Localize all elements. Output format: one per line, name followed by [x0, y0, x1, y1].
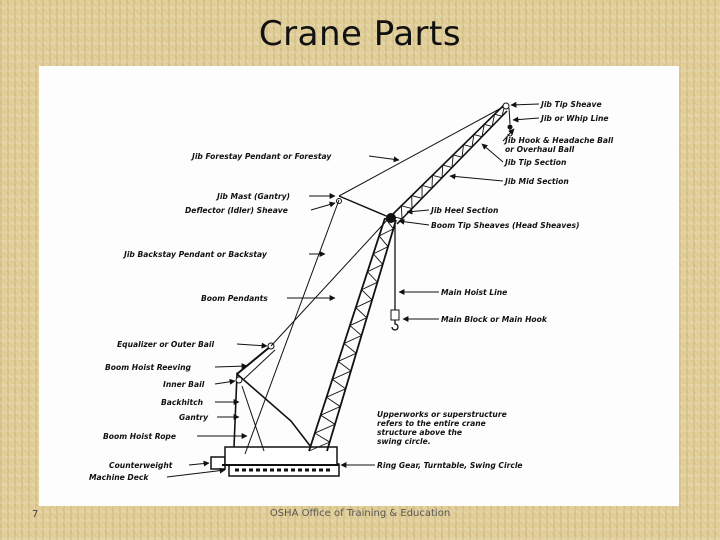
jib-backstay	[244, 199, 340, 455]
label-jib-hook-1: Jib Hook & Headache Ball	[503, 136, 614, 145]
label-upperworks-2: refers to the entire crane	[377, 419, 486, 428]
upperworks-house	[224, 446, 338, 466]
label-jib-mid-section: Jib Mid Section	[503, 177, 569, 186]
slide-footer: OSHA Office of Training & Education	[269, 508, 451, 519]
label-upperworks-3: structure above the	[377, 428, 462, 437]
label-gantry: Gantry	[179, 413, 209, 422]
label-main-block: Main Block or Main Hook	[441, 315, 548, 324]
jib-whip-line	[508, 107, 511, 125]
main-block	[390, 309, 400, 321]
label-boom-hoist-rope: Boom Hoist Rope	[103, 432, 176, 441]
label-boom-hoist-reeving: Boom Hoist Reeving	[105, 363, 191, 372]
boom-pendant	[270, 217, 390, 347]
counterweight-block	[210, 456, 226, 470]
boom-hoist-reeving	[236, 345, 272, 375]
crane-diagram-panel: Jib Tip Sheave Jib or Whip Line Jib Hook…	[39, 66, 679, 506]
label-jib-tip-sheave: Jib Tip Sheave	[539, 100, 602, 109]
label-jib-heel-section: Jib Heel Section	[429, 206, 498, 215]
jib-chord-top	[390, 103, 506, 217]
boom-hoist-rope	[241, 385, 265, 452]
boom-chord-left	[308, 217, 386, 452]
jib-mast	[338, 195, 392, 219]
label-group: Jib Tip Sheave Jib or Whip Line Jib Hook…	[89, 100, 614, 482]
label-main-hoist-line: Main Hoist Line	[441, 288, 507, 297]
jib-forestay	[338, 105, 506, 197]
label-jib-tip-section: Jib Tip Section	[503, 158, 566, 167]
label-boom-tip-sheaves: Boom Tip Sheaves (Head Sheaves)	[431, 221, 579, 230]
headache-ball	[507, 124, 513, 130]
label-jib-mast: Jib Mast (Gantry)	[215, 192, 290, 201]
inner-bail	[235, 376, 243, 384]
jib-lattice	[390, 103, 506, 220]
label-boom-pendants: Boom Pendants	[201, 294, 268, 303]
label-backhitch: Backhitch	[161, 398, 203, 407]
gantry-frame	[233, 372, 312, 448]
boom-lattice	[308, 217, 395, 452]
crane-diagram: Jib Tip Sheave Jib or Whip Line Jib Hook…	[89, 100, 614, 482]
crane-drawing	[210, 102, 513, 477]
label-jib-forestay: Jib Forestay Pendant or Forestay	[190, 152, 332, 161]
label-counterweight: Counterweight	[109, 461, 173, 470]
jib-tip-sheave	[502, 102, 510, 110]
label-equalizer: Equalizer or Outer Bail	[117, 340, 214, 349]
label-upperworks-1: Upperworks or superstructure	[377, 410, 507, 419]
label-jib-or-whip-line: Jib or Whip Line	[539, 114, 609, 123]
label-jib-hook-2: or Overhaul Ball	[505, 145, 575, 154]
label-inner-bail: Inner Bail	[163, 380, 205, 389]
label-jib-backstay: Jib Backstay Pendant or Backstay	[122, 250, 268, 259]
label-upperworks-4: swing circle.	[377, 437, 431, 446]
slide-title: Crane Parts	[258, 14, 462, 54]
slide-number: 7	[32, 509, 39, 520]
label-ring-gear: Ring Gear, Turntable, Swing Circle	[377, 461, 523, 470]
label-machine-deck: Machine Deck	[89, 473, 149, 482]
label-deflector-sheave: Deflector (Idler) Sheave	[185, 206, 288, 215]
main-hook	[391, 320, 399, 331]
